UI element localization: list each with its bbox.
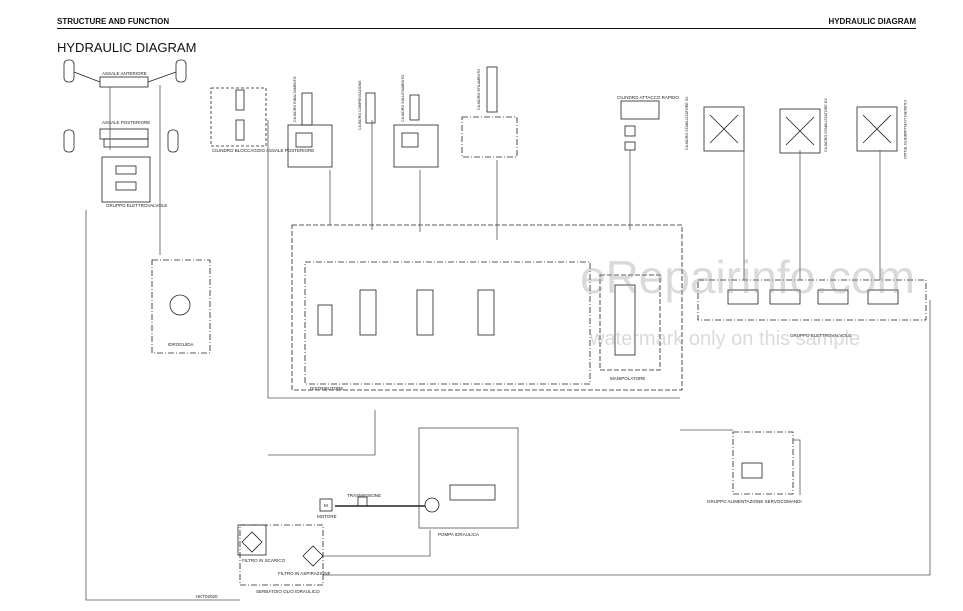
steering-label: IDROGUIDA [168,342,194,347]
motor-symbol: M [324,503,328,508]
tilt-cylinder-label: CILINDRO RIBALTAMENTO [293,76,297,122]
stabilizer-sx: CILINDRO STABILIZZATORE SX [685,96,745,152]
page-header: HYDRAULIC DIAGRAM [828,17,916,26]
quick-coupling-label: CILINDRO ATTACCO RAPIDO [617,95,679,100]
transmission-label: TRASMISSIONE [347,493,381,498]
frame-leveling: CILINDRO LIVELLAMENTO TELAIO [856,100,907,159]
frame-leveling-label: CILINDRO LIVELLAMENTO TELAIO [903,100,907,159]
ext-cylinder-label: CILINDRO SFILAMENTO [477,69,481,110]
stabilizer-sx-label: CILINDRO STABILIZZATORE SX [685,96,689,150]
axle-lock-cylinder: CILINDRO BLOCCAGGIO ASSALE POSTERIORE [210,87,314,153]
quick-coupling-cylinder: CILINDRO ATTACCO RAPIDO [617,95,679,151]
drawing-code: HKT02020 [196,594,218,599]
valve-group-left-label: GRUPPO ELETTROVALVOLE [106,203,167,208]
hydraulic-lines [85,85,931,601]
servo-supply-group: GRUPPO ALIMENTAZIONE SERVOCOMANDI [707,431,802,504]
hydraulic-pump: POMPA IDRAULICA [418,427,519,537]
front-axle: ASSALE ANTERIORE [63,59,187,88]
stabilizer-dx-label: CILINDRO STABILIZZATORE DX [824,98,828,152]
lift-cylinder-block: CILINDRO SOLLEVAMENTO [393,75,439,168]
ext-cylinder-block: CILINDRO SFILAMENTO [461,66,518,158]
pump-label: POMPA IDRAULICA [438,532,479,537]
distributor-label: DISTRIBUTORE [310,386,343,391]
transmission: TRASMISSIONE [335,493,425,507]
valve-group-right-label: GRUPPO ELETTROVALVOLE [790,333,851,338]
page-title: HYDRAULIC DIAGRAM [57,40,197,55]
section-header: STRUCTURE AND FUNCTION [57,17,170,26]
steering-unit: IDROGUIDA [151,259,211,354]
header-rule [57,28,916,29]
axle-lock-label: CILINDRO BLOCCAGGIO ASSALE POSTERIORE [212,148,314,153]
valve-group-right: GRUPPO ELETTROVALVOLE [697,279,927,338]
manipulator: MANIPOLATORE [599,274,661,381]
suction-filter-label: FILTRO IN ASPIRAZIONE [278,571,331,576]
hydraulic-tank: FILTRO IN SCARICO FILTRO IN ASPIRAZIONE … [237,524,331,594]
front-axle-label: ASSALE ANTERIORE [102,71,147,76]
rear-axle: ASSALE POSTERIORE [63,120,179,153]
motor-label: MOTORE [317,514,337,519]
lift-cylinder-label: CILINDRO SOLLEVAMENTO [401,75,405,122]
servo-supply-label: GRUPPO ALIMENTAZIONE SERVOCOMANDI [707,499,802,504]
motor: M MOTORE [317,498,337,519]
tilt-cylinder-block: CILINDRO RIBALTAMENTO [287,76,333,168]
rear-axle-label: ASSALE POSTERIORE [102,120,150,125]
tank-label: SERBATOIO OLIO IDRAULICO [256,589,320,594]
stabilizer-dx: CILINDRO STABILIZZATORE DX [779,98,828,154]
comp-cylinder: CILINDRO COMPENSAZIONE [358,80,376,130]
distributor: DISTRIBUTORE [291,224,683,391]
comp-cylinder-label: CILINDRO COMPENSAZIONE [358,80,362,130]
manipulator-label: MANIPOLATORE [610,376,645,381]
return-filter-label: FILTRO IN SCARICO [242,558,286,563]
watermark-sub: watermark only on this sample [590,328,861,350]
valve-group-left: GRUPPO ELETTROVALVOLE [101,156,167,208]
watermark-main: eRepairinfo.com [580,251,915,303]
